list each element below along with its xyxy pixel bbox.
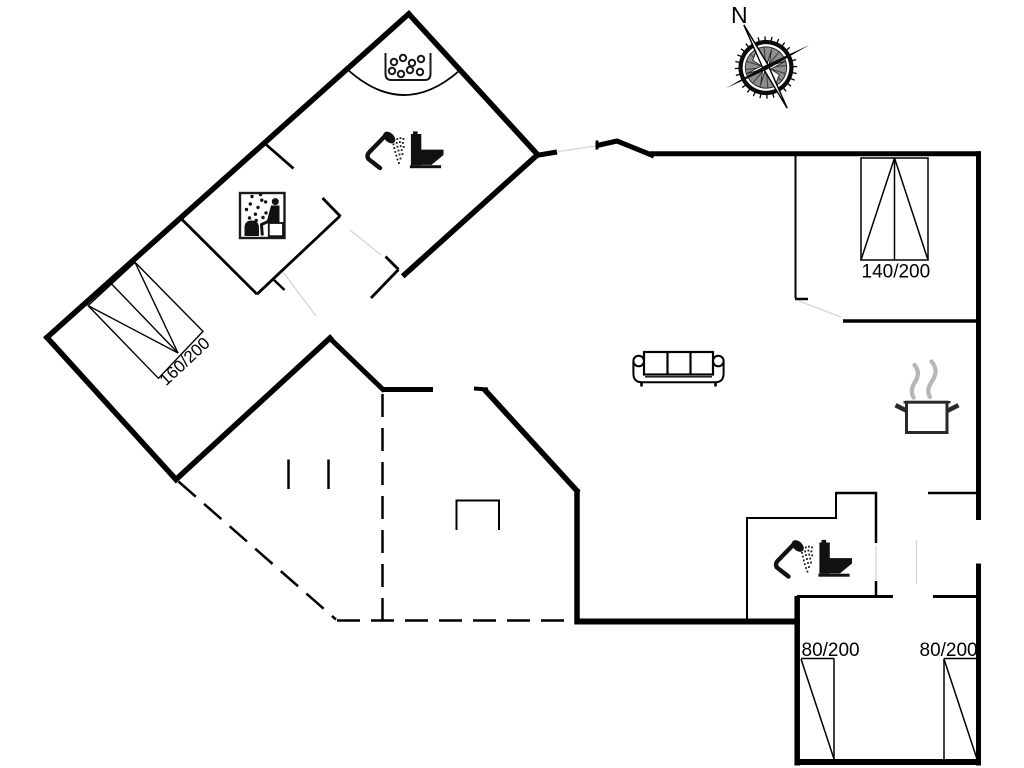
svg-text:80/200: 80/200 <box>920 640 978 661</box>
svg-text:80/200: 80/200 <box>802 640 860 661</box>
svg-text:140/200: 140/200 <box>862 262 931 283</box>
svg-text:160/200: 160/200 <box>156 334 214 390</box>
svg-text:N: N <box>731 2 748 28</box>
